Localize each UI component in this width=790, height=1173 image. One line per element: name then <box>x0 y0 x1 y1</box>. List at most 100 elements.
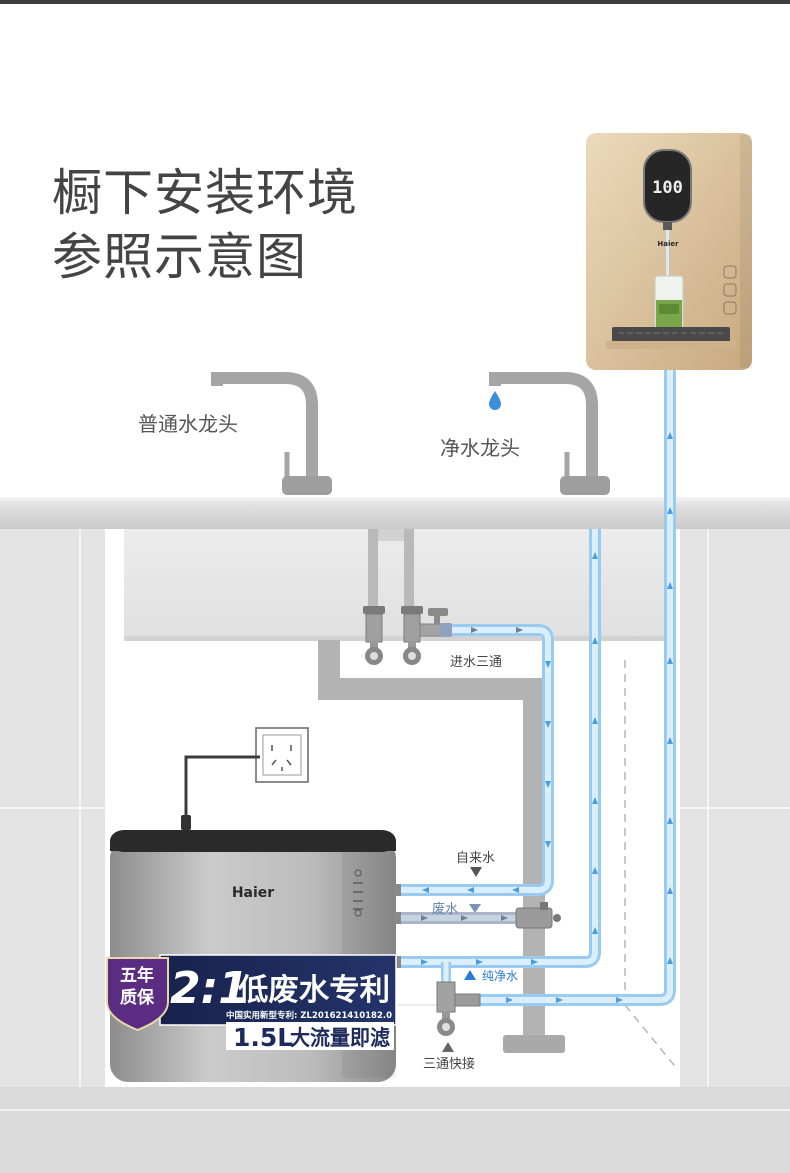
valve-neck <box>408 641 416 648</box>
dispenser-nozzle <box>663 222 672 230</box>
dispenser-display: 100 <box>652 178 683 198</box>
drain-segment <box>318 678 545 700</box>
valve-port-inner <box>408 652 416 660</box>
wall-outlet <box>255 727 309 783</box>
tee-connector <box>440 623 452 637</box>
flow-arrow-icon <box>421 959 428 965</box>
badge-flow-label: 大流量即滤 <box>290 1026 390 1050</box>
sink-body <box>124 529 665 639</box>
pipe-core <box>400 529 598 965</box>
purifier-port <box>394 884 401 896</box>
warranty-shield-icon <box>106 957 169 1032</box>
supply-pipe <box>368 529 378 609</box>
flow-arrow-icon <box>545 781 551 788</box>
flow-arrow-icon <box>531 959 538 965</box>
power-plug <box>181 815 191 830</box>
purifier-control-panel <box>353 869 363 917</box>
normal-faucet-label: 普通水龙头 <box>138 412 238 436</box>
waste-water-label: 废水 <box>432 901 458 917</box>
normal-faucet <box>211 372 332 495</box>
clean-faucet-label: 净水龙头 <box>440 436 520 460</box>
purifier-port <box>394 956 401 968</box>
tap-water-label: 自来水 <box>456 851 495 866</box>
flow-arrow-icon <box>592 927 598 934</box>
valve-handle <box>363 606 385 614</box>
dispenser-brand-logo: Haier <box>657 240 679 248</box>
badge-flow-value: 1.5L <box>233 1023 293 1052</box>
supply-lines <box>368 529 414 609</box>
outlet-slot <box>286 759 292 766</box>
faucet-spout <box>211 372 318 480</box>
valve-handle <box>401 606 423 614</box>
panel-indicator-icon <box>354 909 362 917</box>
flow-arrow-icon <box>516 627 523 633</box>
drain-pipe <box>318 640 565 1053</box>
connector-neck <box>442 1011 450 1019</box>
outlet-plate <box>255 727 309 783</box>
flow-arrow-icon <box>421 915 428 921</box>
badge-flow-box <box>226 1022 394 1050</box>
outlet-slot <box>271 759 277 766</box>
panel-indicator <box>353 908 363 910</box>
flow-arrow-icon <box>506 997 513 1003</box>
tee-connector-label: 三通快接 <box>423 1056 475 1072</box>
flow-arrow-icon <box>471 627 478 633</box>
pure-water-label: 纯净水 <box>482 969 518 983</box>
purifier-brand-logo: Haier <box>232 885 274 901</box>
power-cord <box>184 755 260 818</box>
badge-headline: 低废水专利 <box>237 973 390 1008</box>
drain-trap <box>503 1035 565 1053</box>
pipe-core <box>480 370 673 1003</box>
valve-body <box>403 613 421 643</box>
down-triangle-icon <box>470 867 482 877</box>
tee-quick-connector <box>436 981 481 1036</box>
pipe-core <box>400 627 551 893</box>
valve-neck <box>370 641 378 648</box>
flow-arrow-icon <box>422 887 429 893</box>
connector-port-inner <box>442 1023 450 1031</box>
flow-arrow-icon <box>501 915 508 921</box>
tee-stem <box>434 616 440 624</box>
flow-arrow-icon <box>592 797 598 804</box>
up-triangle-icon <box>464 970 476 980</box>
flow-arrow-icon <box>667 957 673 964</box>
flow-arrow-icon <box>592 552 598 559</box>
flow-arrows <box>421 432 673 1003</box>
clean-water-faucet <box>489 372 610 495</box>
sink-basin <box>124 529 665 641</box>
dispenser-button <box>723 301 737 315</box>
flow-arrow-icon <box>667 657 673 664</box>
up-triangle-icon <box>442 1042 454 1052</box>
floor <box>0 1087 790 1173</box>
connector-body <box>436 981 456 1013</box>
flow-arrow-icon <box>667 737 673 744</box>
title-line-1: 橱下安装环境 <box>52 164 358 222</box>
tee-body <box>419 623 443 637</box>
flow-arrow-icon <box>667 507 673 514</box>
drain-clamp <box>515 902 561 929</box>
water-drop-icon <box>489 391 501 410</box>
dispenser-button <box>723 283 737 297</box>
dispenser-button <box>723 265 737 279</box>
flow-arrow-icon <box>592 867 598 874</box>
flow-arrow-icon <box>592 637 598 644</box>
tee-handle <box>428 608 448 616</box>
flow-arrow-icon <box>545 841 551 848</box>
badge-patent: 中国实用新型专利: ZL201621410182.0 <box>226 1010 392 1021</box>
angle-valve-left <box>363 606 385 665</box>
faucet-base <box>560 476 610 495</box>
tap-water-pipe <box>400 624 554 896</box>
flow-arrow-icon <box>592 717 598 724</box>
countertop <box>0 497 790 529</box>
warranty-line-1: 五年 <box>120 965 154 986</box>
panel-indicator <box>353 900 363 902</box>
panel-indicator-icon <box>354 869 362 877</box>
wall-water-dispenser: 100 Haier <box>586 133 752 370</box>
faucet-base <box>282 476 332 495</box>
flow-arrow-icon <box>545 721 551 728</box>
flow-arrow-icon <box>467 887 474 893</box>
promo-badge: 2:1 低废水专利 中国实用新型专利: ZL201621410182.0 1.5… <box>106 954 397 1052</box>
down-triangle-icon <box>469 904 481 913</box>
inlet-tee-label: 进水三通 <box>450 655 502 670</box>
